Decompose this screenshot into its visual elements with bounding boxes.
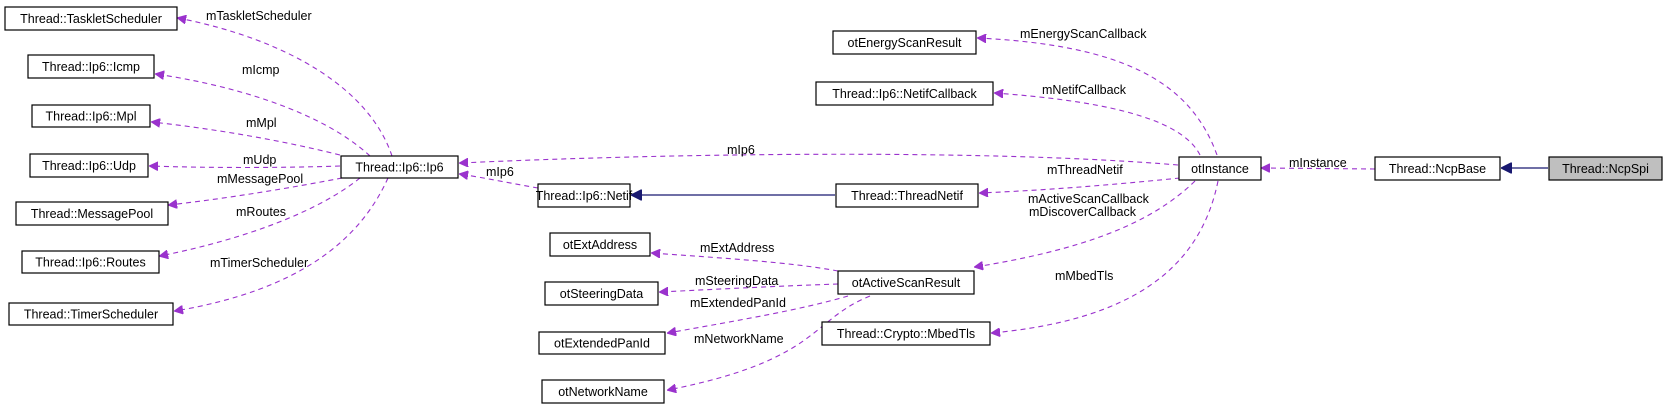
node-timer-scheduler[interactable]: Thread::TimerScheduler: [8, 302, 174, 326]
edge-ext-address: [652, 253, 839, 272]
node-steering-data-label: otSteeringData: [560, 287, 643, 301]
label-energy-scan-callback: mEnergyScanCallback: [1020, 27, 1147, 41]
node-timer-scheduler-label: Thread::TimerScheduler: [24, 308, 158, 322]
node-energy-scan-result-label: otEnergyScanResult: [848, 36, 962, 50]
node-udp[interactable]: Thread::Ip6::Udp: [29, 153, 149, 178]
node-ncp-spi[interactable]: Thread::NcpSpi: [1548, 156, 1663, 181]
label-ip6-from-netif: mIp6: [486, 165, 514, 179]
node-message-pool-label: Thread::MessagePool: [31, 207, 153, 221]
node-extended-pan-id-label: otExtendedPanId: [554, 337, 650, 351]
node-ot-instance-label: otInstance: [1191, 162, 1249, 176]
label-netif-callback: mNetifCallback: [1042, 83, 1127, 97]
label-thread-netif: mThreadNetif: [1047, 163, 1123, 177]
edge-active-scan-callback: [975, 180, 1196, 267]
edge-message-pool: [169, 177, 343, 205]
label-message-pool: mMessagePool: [217, 172, 303, 186]
label-udp: mUdp: [243, 153, 276, 167]
label-ext-address: mExtAddress: [700, 241, 774, 255]
node-thread-netif-label: Thread::ThreadNetif: [851, 189, 963, 203]
label-mbed-tls: mMbedTls: [1055, 269, 1113, 283]
node-routes-label: Thread::Ip6::Routes: [35, 256, 145, 270]
node-tasklet-scheduler[interactable]: Thread::TaskletScheduler: [4, 6, 178, 31]
label-discover-callback: mDiscoverCallback: [1029, 205, 1137, 219]
node-tasklet-scheduler-label: Thread::TaskletScheduler: [20, 12, 162, 26]
node-ext-address[interactable]: otExtAddress: [549, 232, 651, 257]
edge-routes: [160, 177, 361, 256]
node-steering-data[interactable]: otSteeringData: [544, 281, 659, 306]
node-mpl[interactable]: Thread::Ip6::Mpl: [31, 104, 151, 128]
edge-timer-scheduler: [175, 177, 389, 311]
node-ncp-spi-label: Thread::NcpSpi: [1562, 162, 1649, 176]
node-message-pool[interactable]: Thread::MessagePool: [15, 201, 169, 226]
node-ncp-base[interactable]: Thread::NcpBase: [1374, 156, 1501, 181]
edge-steering-data: [660, 283, 839, 292]
node-netif-callback[interactable]: Thread::Ip6::NetifCallback: [815, 81, 994, 106]
node-network-name[interactable]: otNetworkName: [541, 379, 665, 404]
edge-tasklet-scheduler: [178, 18, 393, 157]
edges: [150, 18, 1548, 390]
node-active-scan-result-label: otActiveScanResult: [852, 276, 961, 290]
node-ext-address-label: otExtAddress: [563, 238, 637, 252]
node-ip6-label: Thread::Ip6::Ip6: [355, 161, 443, 175]
label-mpl: mMpl: [246, 116, 277, 130]
label-tasklet-scheduler: mTaskletScheduler: [206, 9, 312, 23]
label-timer-scheduler: mTimerScheduler: [210, 256, 308, 270]
node-ot-instance[interactable]: otInstance: [1178, 156, 1262, 181]
label-routes: mRoutes: [236, 205, 286, 219]
node-active-scan-result[interactable]: otActiveScanResult: [837, 270, 975, 295]
node-mbed-tls-label: Thread::Crypto::MbedTls: [837, 327, 975, 341]
edge-energy-scan-callback: [978, 38, 1218, 156]
node-mpl-label: Thread::Ip6::Mpl: [45, 110, 136, 124]
node-extended-pan-id[interactable]: otExtendedPanId: [538, 331, 666, 355]
label-ip6-from-instance: mIp6: [727, 143, 755, 157]
node-network-name-label: otNetworkName: [558, 385, 648, 399]
nodes: Thread::NcpSpi Thread::NcpBase otInstanc…: [4, 6, 1663, 404]
edge-mbed-tls: [992, 180, 1219, 333]
node-icmp[interactable]: Thread::Ip6::Icmp: [27, 54, 155, 79]
edge-extended-pan-id: [668, 295, 849, 333]
edge-udp: [150, 166, 341, 168]
edge-ip6-from-netif: [460, 174, 539, 189]
node-thread-netif[interactable]: Thread::ThreadNetif: [835, 183, 979, 208]
edge-mpl: [152, 122, 341, 156]
node-mbed-tls[interactable]: Thread::Crypto::MbedTls: [821, 321, 991, 346]
label-instance: mInstance: [1289, 156, 1347, 170]
label-network-name: mNetworkName: [694, 332, 784, 346]
node-netif[interactable]: Thread::Ip6::Netif: [536, 183, 633, 208]
label-steering-data: mSteeringData: [695, 274, 778, 288]
label-icmp: mIcmp: [242, 63, 280, 77]
edge-netif-callback: [995, 93, 1201, 156]
label-extended-pan-id: mExtendedPanId: [690, 296, 786, 310]
node-ncp-base-label: Thread::NcpBase: [1389, 162, 1486, 176]
node-routes[interactable]: Thread::Ip6::Routes: [21, 250, 160, 274]
edge-icmp: [156, 74, 371, 157]
node-udp-label: Thread::Ip6::Udp: [42, 159, 136, 173]
node-netif-label: Thread::Ip6::Netif: [536, 189, 633, 203]
node-icmp-label: Thread::Ip6::Icmp: [42, 60, 140, 74]
node-ip6[interactable]: Thread::Ip6::Ip6: [340, 155, 459, 179]
edge-network-name: [668, 295, 871, 390]
edge-labels: mInstance mIp6 mIp6 mTaskletScheduler mI…: [206, 9, 1347, 346]
node-energy-scan-result[interactable]: otEnergyScanResult: [832, 30, 977, 55]
edge-thread-netif: [980, 177, 1181, 193]
label-active-scan-callback: mActiveScanCallback: [1028, 192, 1150, 206]
edge-instance: [1262, 168, 1376, 169]
node-netif-callback-label: Thread::Ip6::NetifCallback: [832, 87, 977, 101]
edge-ip6-from-instance: [460, 153, 1179, 165]
